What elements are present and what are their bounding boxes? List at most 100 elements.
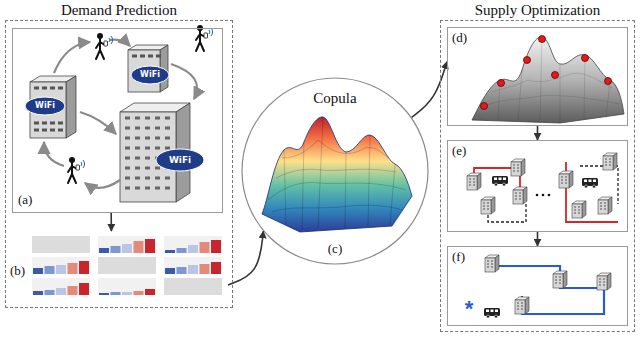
building-left [25,97,65,115]
route-candidates [492,176,508,186]
stage-group-box: (a)(b)Demand Prediction [5,20,233,308]
copula-surface [302,142,304,230]
selected-route [484,308,500,318]
copula-surface [390,164,395,225]
bar-tiles [211,262,221,274]
bar-tiles [68,286,78,295]
route-candidates [542,194,545,197]
bar-tiles [165,250,175,253]
bar-tiles [134,291,144,295]
bar-tiles [56,265,66,274]
movement-arrows [44,142,64,166]
copula-circle: Copula(c) [240,76,430,266]
optimization-surface [481,36,612,110]
bar-tiles [164,257,222,274]
illustration-panel: (a) [12,28,223,213]
bar-tiles [188,265,198,274]
copula-surface [345,152,346,228]
optimization-surface [480,37,620,122]
selected-route [485,255,499,272]
flow-arrow [537,126,539,140]
route-candidates [467,153,618,222]
building-left [25,76,76,138]
bar-tiles [134,241,144,253]
route-candidates [548,194,551,197]
bar-tiles [122,292,132,295]
bar-tiles [99,293,109,295]
bar-tiles [98,236,156,253]
circle-outline [242,78,428,264]
optimization-surface [524,57,531,64]
wifi-sign-text: WiFi [169,156,191,165]
panel-label: (e) [452,143,466,159]
bar-tiles [32,236,90,253]
copula-surface [368,135,370,226]
building-middle [128,45,169,92]
optimization-surface [560,64,561,122]
route-candidates [481,197,495,214]
bar-tiles [98,257,156,274]
bar-tiles [33,268,43,274]
copula-surface [276,169,396,178]
bar-tiles [45,290,55,295]
copula-surface [282,140,388,158]
route-candidates [598,197,612,214]
building-middle [132,55,161,58]
wifi-sign-text: WiFi [140,71,160,79]
bar-tiles [188,245,198,253]
bar-tiles [79,261,89,274]
route-candidates [603,153,617,170]
bar-tiles [98,278,156,295]
optimization-surface [498,80,505,87]
bar-tiles [56,288,66,295]
route-candidates [566,162,618,222]
bar-tiles [200,264,210,274]
bar-tiles [32,236,222,295]
route-candidates [572,201,586,218]
asterisk-mark: * [465,298,474,320]
movement-arrows [44,40,197,188]
optimization-surface [605,78,612,85]
selected-route [597,273,611,290]
bar-tiles [164,236,222,253]
optimization-surface [480,95,620,108]
copula-surface [284,150,286,224]
route-candidates [559,171,573,188]
movement-arrows [80,112,116,134]
route-candidates [511,159,525,176]
bar-tiles [99,248,109,253]
bar-tiles [177,248,187,253]
copula-surface [262,117,412,232]
panel-label: (f) [452,249,465,265]
panel-label: (b) [10,263,25,279]
bar-tiles [165,268,175,274]
route-candidates [536,194,539,197]
optimization-surface [552,72,559,79]
selected-route [553,271,567,288]
illustration-panel: (d) [447,27,628,126]
copula-surface [262,117,412,232]
bar-tiles [32,257,90,274]
walker-figures [68,157,85,183]
route-candidates [582,178,598,188]
bar-tiles [145,239,155,253]
optimization-surface [472,36,624,124]
optimization-surface [539,36,546,43]
copula-surface [268,117,406,230]
bar-tiles [79,283,89,295]
movement-arrows [54,42,90,73]
movement-arrows [85,180,120,188]
flow-arrow [537,232,539,246]
bar-tiles [177,267,187,274]
flow-arrow [110,213,112,231]
bar-tiles [211,240,221,253]
illustration-panel: (f) [447,246,628,326]
optimization-surface [481,103,488,110]
optimization-surface [584,55,585,120]
copula-surface [272,205,402,212]
movement-arrows [171,64,197,99]
section-heading: Supply Optimization [441,1,634,19]
selected-route [515,297,529,314]
